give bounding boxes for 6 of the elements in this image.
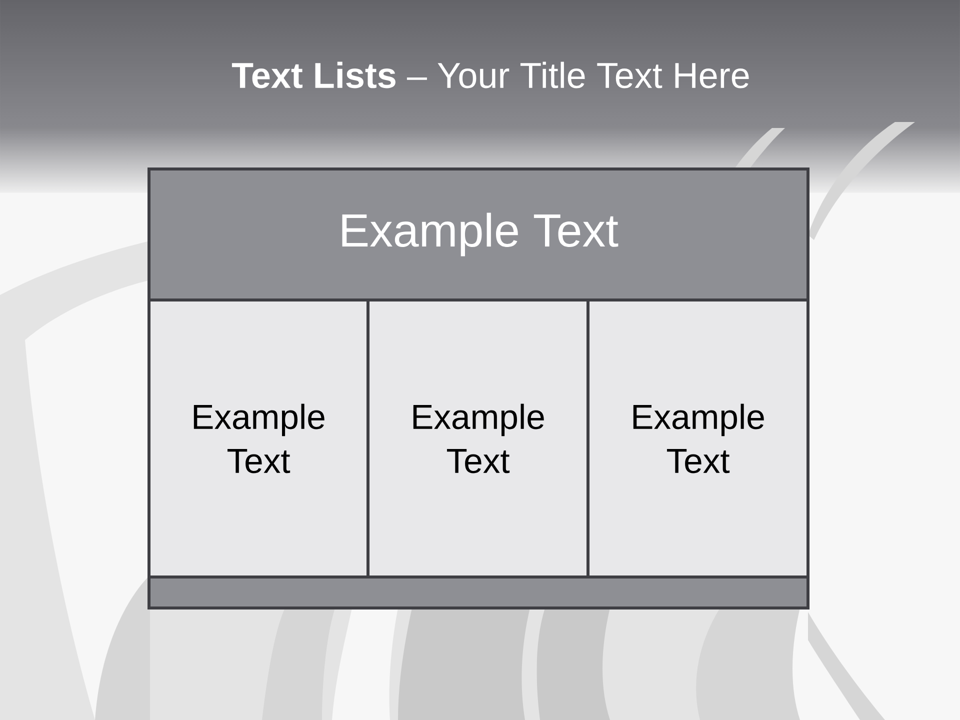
title: Text Lists – Your Title Text Here (232, 62, 749, 88)
table-cell: Example Text (366, 298, 590, 578)
header-cell: Example Text (148, 168, 810, 302)
table-cell: Example Text (586, 298, 810, 578)
footer-bar (148, 576, 810, 610)
table-cell: Example Text (148, 298, 370, 578)
